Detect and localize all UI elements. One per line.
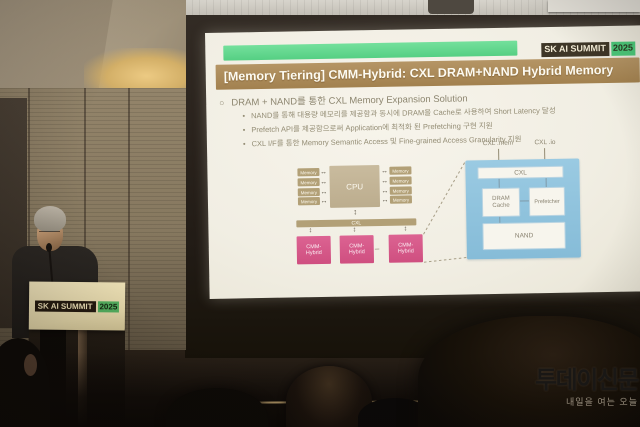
- bidirectional-arrow-icon: ↔: [381, 196, 389, 204]
- podium-sign-brand: SK AI SUMMIT: [34, 300, 96, 312]
- ceiling-panel-white: [548, 0, 640, 12]
- podium-sign-year: 2025: [97, 300, 120, 312]
- slide-brand-name: SK AI SUMMIT: [541, 41, 610, 58]
- cmm-hybrid-label-line2: Hybrid: [305, 249, 322, 257]
- cmm-hybrid-label-line2: Hybrid: [348, 249, 365, 256]
- cpu-block: CPU: [329, 164, 381, 208]
- slide-title: [Memory Tiering] CMM-Hybrid: CXL DRAM+NA…: [215, 57, 640, 90]
- bidirectional-arrow-icon: ↔: [320, 188, 328, 197]
- cmm-hybrid-block: CMM- Hybrid: [296, 235, 332, 265]
- ceiling-speaker-vent: [428, 0, 474, 14]
- bidirectional-arrow-icon: ↔: [381, 187, 389, 195]
- podium-sign: SK AI SUMMIT 2025: [28, 281, 126, 331]
- nand-box: NAND: [482, 221, 566, 251]
- memory-block: Memory: [389, 186, 412, 195]
- bidirectional-arrow-icon: ↕: [308, 227, 313, 235]
- cmm-hybrid-block: CMM- Hybrid: [339, 235, 375, 264]
- memory-block: Memory: [297, 188, 320, 197]
- bidirectional-arrow-icon: ↔: [380, 167, 389, 175]
- watermark-tagline: 내일을 여는 오늘: [566, 397, 638, 407]
- audience-head: [286, 366, 372, 427]
- speaker-head: [34, 206, 66, 254]
- prefetcher-box: Prefetcher: [528, 186, 566, 217]
- ceiling-left-baffles: [0, 0, 186, 102]
- bidirectional-arrow-icon: ↕: [403, 225, 408, 233]
- bidirectional-arrow-icon: ↔: [320, 178, 328, 187]
- memory-block: Memory: [297, 178, 320, 187]
- wall-seam: [28, 88, 30, 350]
- memory-block: Memory: [389, 176, 412, 185]
- microphone-icon: [46, 243, 52, 252]
- audience-face-highlight: [24, 354, 37, 376]
- memory-block: Memory: [297, 197, 321, 206]
- cxl-io-port-label: CXL .io: [534, 138, 556, 147]
- bidirectional-arrow-icon: ↕: [352, 226, 357, 234]
- bidirectional-arrow-icon: ↕: [353, 207, 358, 217]
- dram-cache-label-line2: Cache: [492, 202, 510, 209]
- watermark-logo: 투데이신문: [535, 367, 639, 394]
- memory-block: Memory: [389, 166, 412, 175]
- audience-head: [418, 316, 640, 427]
- slide-brand-logo: SK AI SUMMIT 2025: [541, 41, 636, 58]
- cmm-hybrid-block: CMM- Hybrid: [388, 234, 424, 263]
- bidirectional-arrow-icon: ↔: [320, 197, 328, 206]
- connector-line: [498, 178, 500, 188]
- cxl-interface-box: CXL: [477, 165, 564, 180]
- wall-seam: [84, 88, 86, 350]
- speaker-glasses: [39, 229, 60, 232]
- memory-block: Memory: [297, 168, 320, 177]
- cxl-mem-port-label: CXL .mem: [482, 139, 514, 148]
- memory-block: Memory: [389, 195, 413, 204]
- more-modules-mark: –: [374, 243, 380, 254]
- bidirectional-arrow-icon: ↔: [381, 177, 389, 185]
- speaker-hair: [34, 206, 66, 232]
- slide-accent-bar: [223, 40, 518, 61]
- dram-cache-box: DRAM Cache: [481, 187, 521, 218]
- cmm-hybrid-label-line2: Hybrid: [397, 248, 414, 255]
- ceiling-panels: [185, 0, 640, 15]
- wall-seam: [128, 88, 130, 350]
- connector-line: [545, 178, 547, 188]
- news-watermark: 투데이신문 내일을 여는 오늘: [500, 367, 639, 408]
- bidirectional-arrow-icon: ↔: [319, 168, 328, 177]
- presentation-slide: SK AI SUMMIT 2025 [Memory Tiering] CMM-H…: [205, 25, 640, 299]
- slide-brand-year: 2025: [610, 41, 636, 56]
